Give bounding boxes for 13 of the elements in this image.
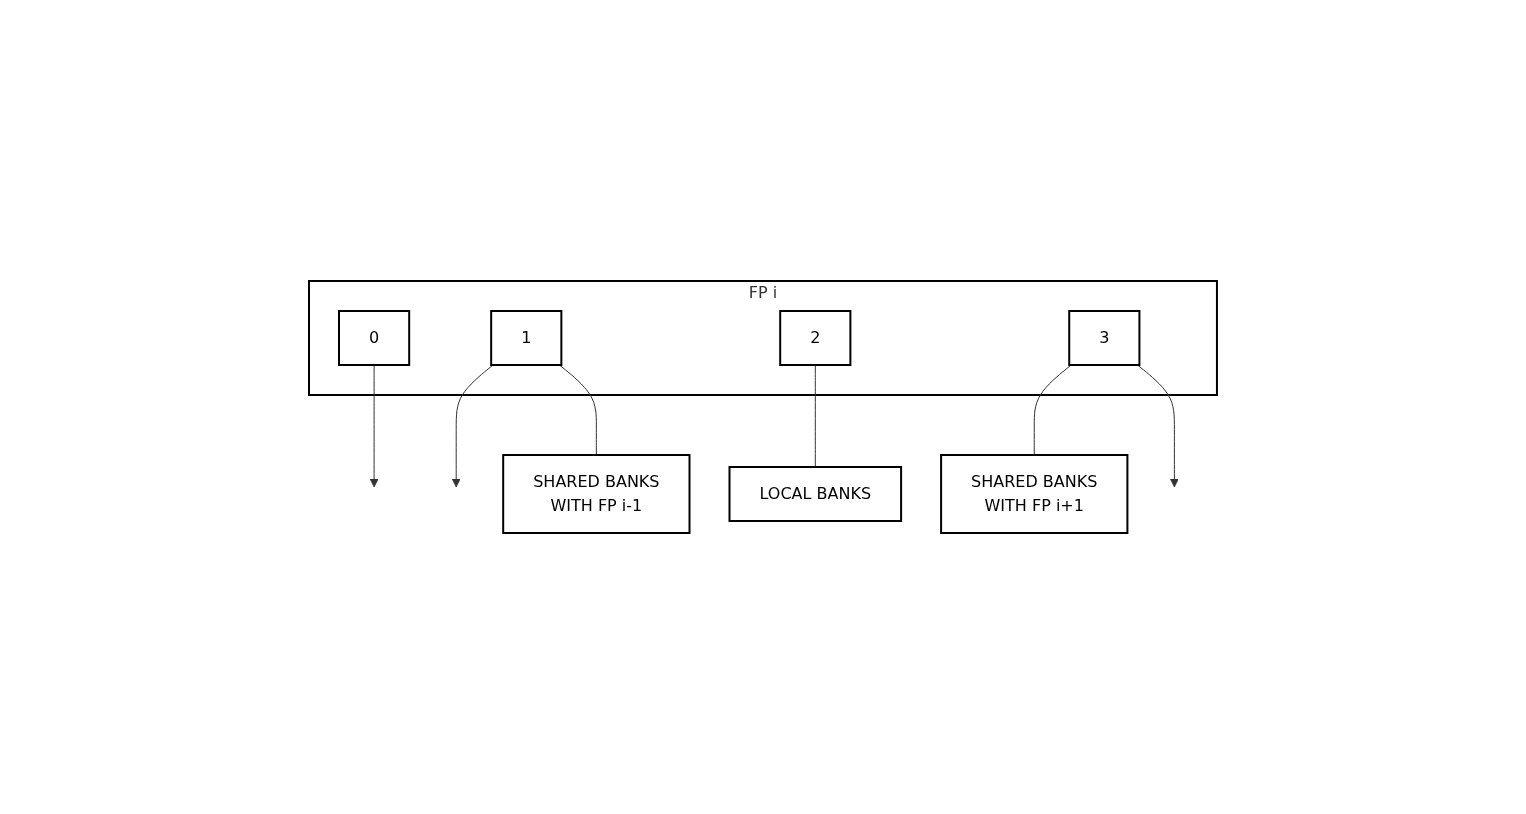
node-box: SHARED BANKS WITH FP i+1 [940, 454, 1129, 534]
node-box: 1 [490, 310, 563, 366]
node-box: SHARED BANKS WITH FP i-1 [502, 454, 691, 534]
node-box: 0 [338, 310, 411, 366]
node-box: 2 [779, 310, 852, 366]
node-box: LOCAL BANKS [728, 466, 903, 522]
connector [1033, 364, 1072, 456]
arrow [1137, 364, 1179, 488]
arrow [451, 364, 494, 488]
node-box: 3 [1068, 310, 1141, 366]
connector [814, 364, 816, 468]
arrow [369, 364, 379, 488]
connector [559, 364, 597, 456]
